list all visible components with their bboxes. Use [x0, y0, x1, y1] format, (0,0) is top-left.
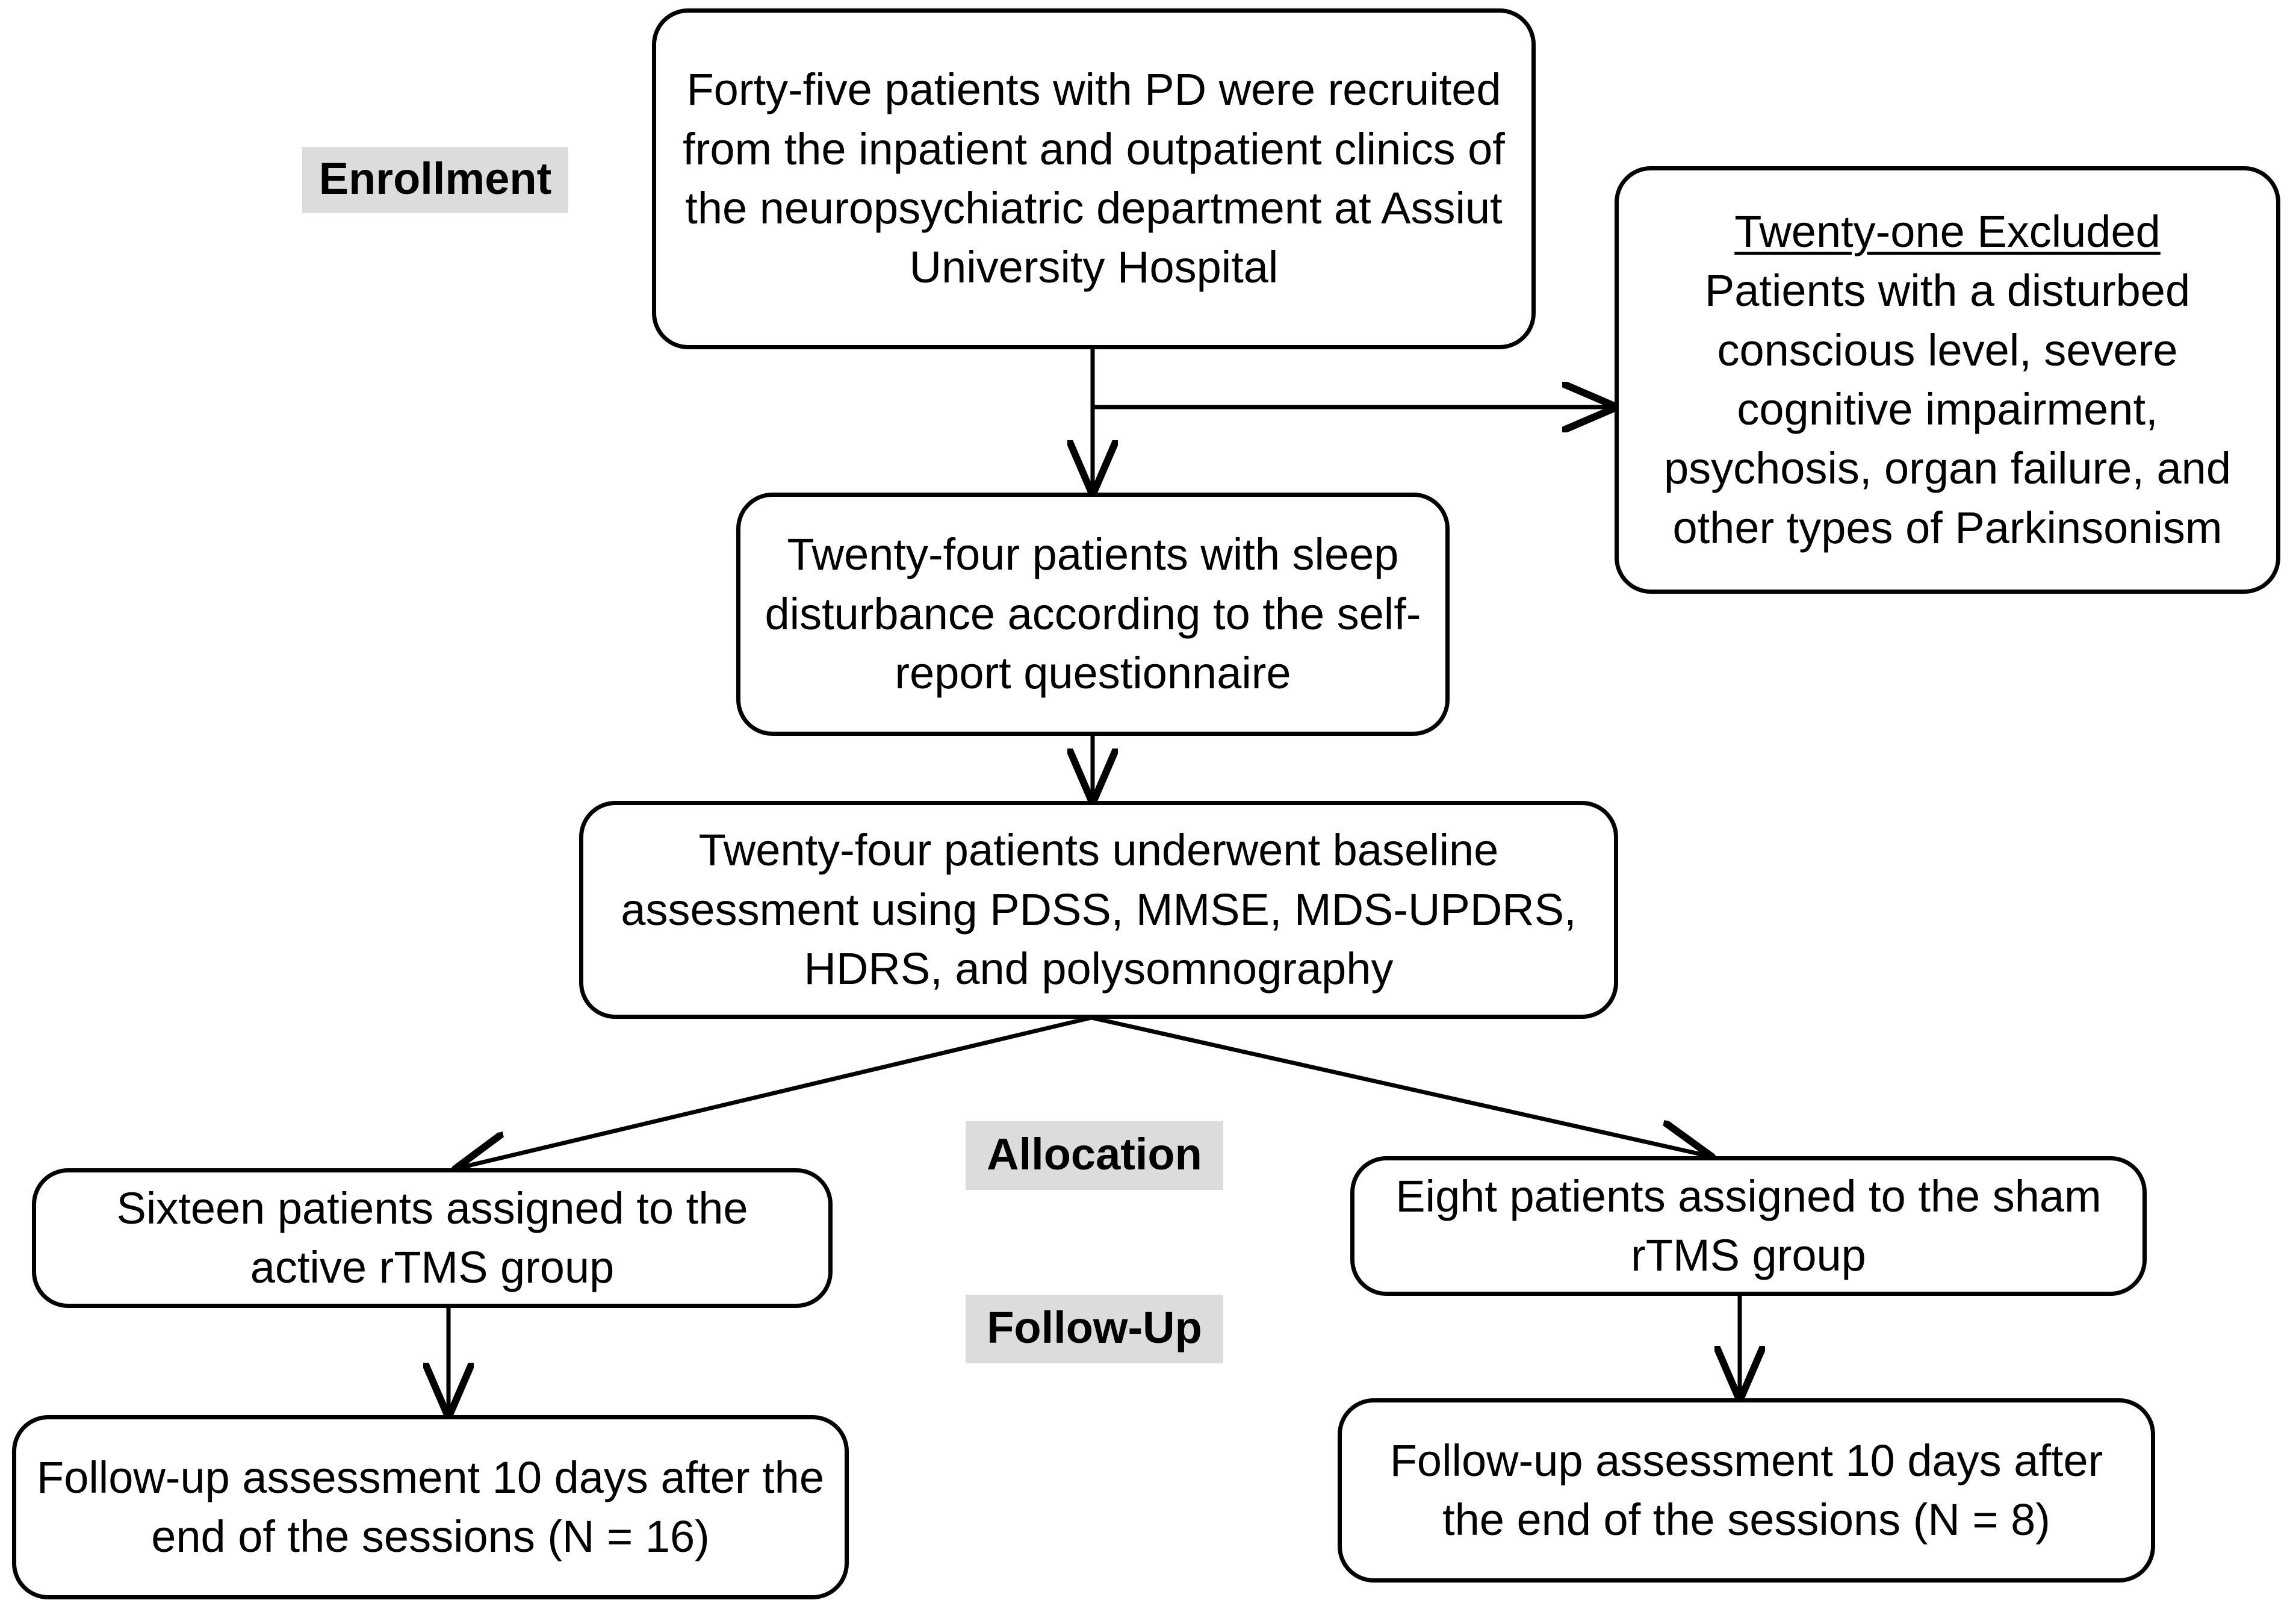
node-enrollment-text: Forty-five patients with PD were recruit… [683, 64, 1505, 293]
stage-label-followup: Follow-Up [966, 1295, 1223, 1363]
node-sham-group-text: Eight patients assigned to the sham rTMS… [1395, 1171, 2102, 1280]
node-sham-group: Eight patients assigned to the sham rTMS… [1350, 1156, 2147, 1296]
node-excluded-title: Twenty-one Excluded [1734, 206, 2161, 257]
node-baseline-assessment: Twenty-four patients underwent baseline … [579, 801, 1618, 1019]
node-sleep-disturbance-text: Twenty-four patients with sleep disturba… [765, 529, 1421, 699]
node-sham-followup: Follow-up assessment 10 days after the e… [1338, 1398, 2155, 1583]
stage-label-enrollment-text: Enrollment [318, 154, 552, 204]
node-sham-followup-text: Follow-up assessment 10 days after the e… [1389, 1435, 2103, 1545]
node-baseline-assessment-text: Twenty-four patients underwent baseline … [621, 825, 1577, 994]
node-excluded-body: Patients with a disturbed conscious leve… [1664, 266, 2231, 553]
node-active-group: Sixteen patients assigned to the active … [32, 1168, 833, 1308]
node-enrollment: Forty-five patients with PD were recruit… [652, 8, 1536, 349]
stage-label-followup-text: Follow-Up [987, 1303, 1202, 1352]
node-active-followup-text: Follow-up assessment 10 days after the e… [37, 1452, 824, 1561]
stage-label-enrollment: Enrollment [302, 147, 568, 213]
stage-label-allocation: Allocation [966, 1121, 1223, 1190]
node-active-group-text: Sixteen patients assigned to the active … [116, 1183, 748, 1292]
node-excluded: Twenty-one Excluded Patients with a dist… [1615, 166, 2280, 594]
stage-label-allocation-text: Allocation [987, 1129, 1202, 1179]
node-active-followup: Follow-up assessment 10 days after the e… [12, 1415, 849, 1599]
node-sleep-disturbance: Twenty-four patients with sleep disturba… [736, 493, 1450, 736]
